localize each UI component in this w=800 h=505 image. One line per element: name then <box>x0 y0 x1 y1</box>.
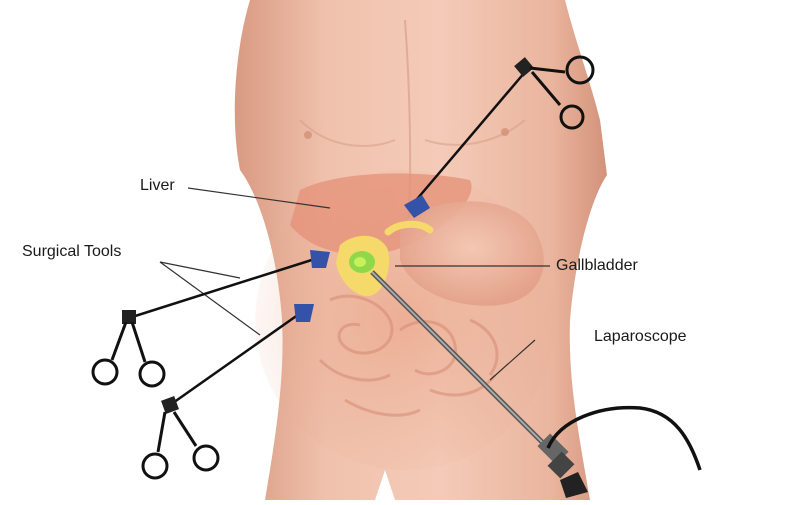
laparoscope-label: Laparoscope <box>594 328 687 345</box>
laparoscope-instrument <box>370 270 702 498</box>
surgical-tool-middle-left <box>91 250 330 388</box>
surgical-tool-top-right <box>404 55 595 218</box>
stomach-organ <box>400 201 544 306</box>
intestines <box>318 294 499 417</box>
liver-label: Liver <box>140 177 175 194</box>
surgical-tools-label: Surgical Tools <box>22 243 122 260</box>
gallbladder-label: Gallbladder <box>556 257 638 274</box>
surgical-tool-lower-left <box>141 304 314 480</box>
leader-lines <box>159 187 550 381</box>
